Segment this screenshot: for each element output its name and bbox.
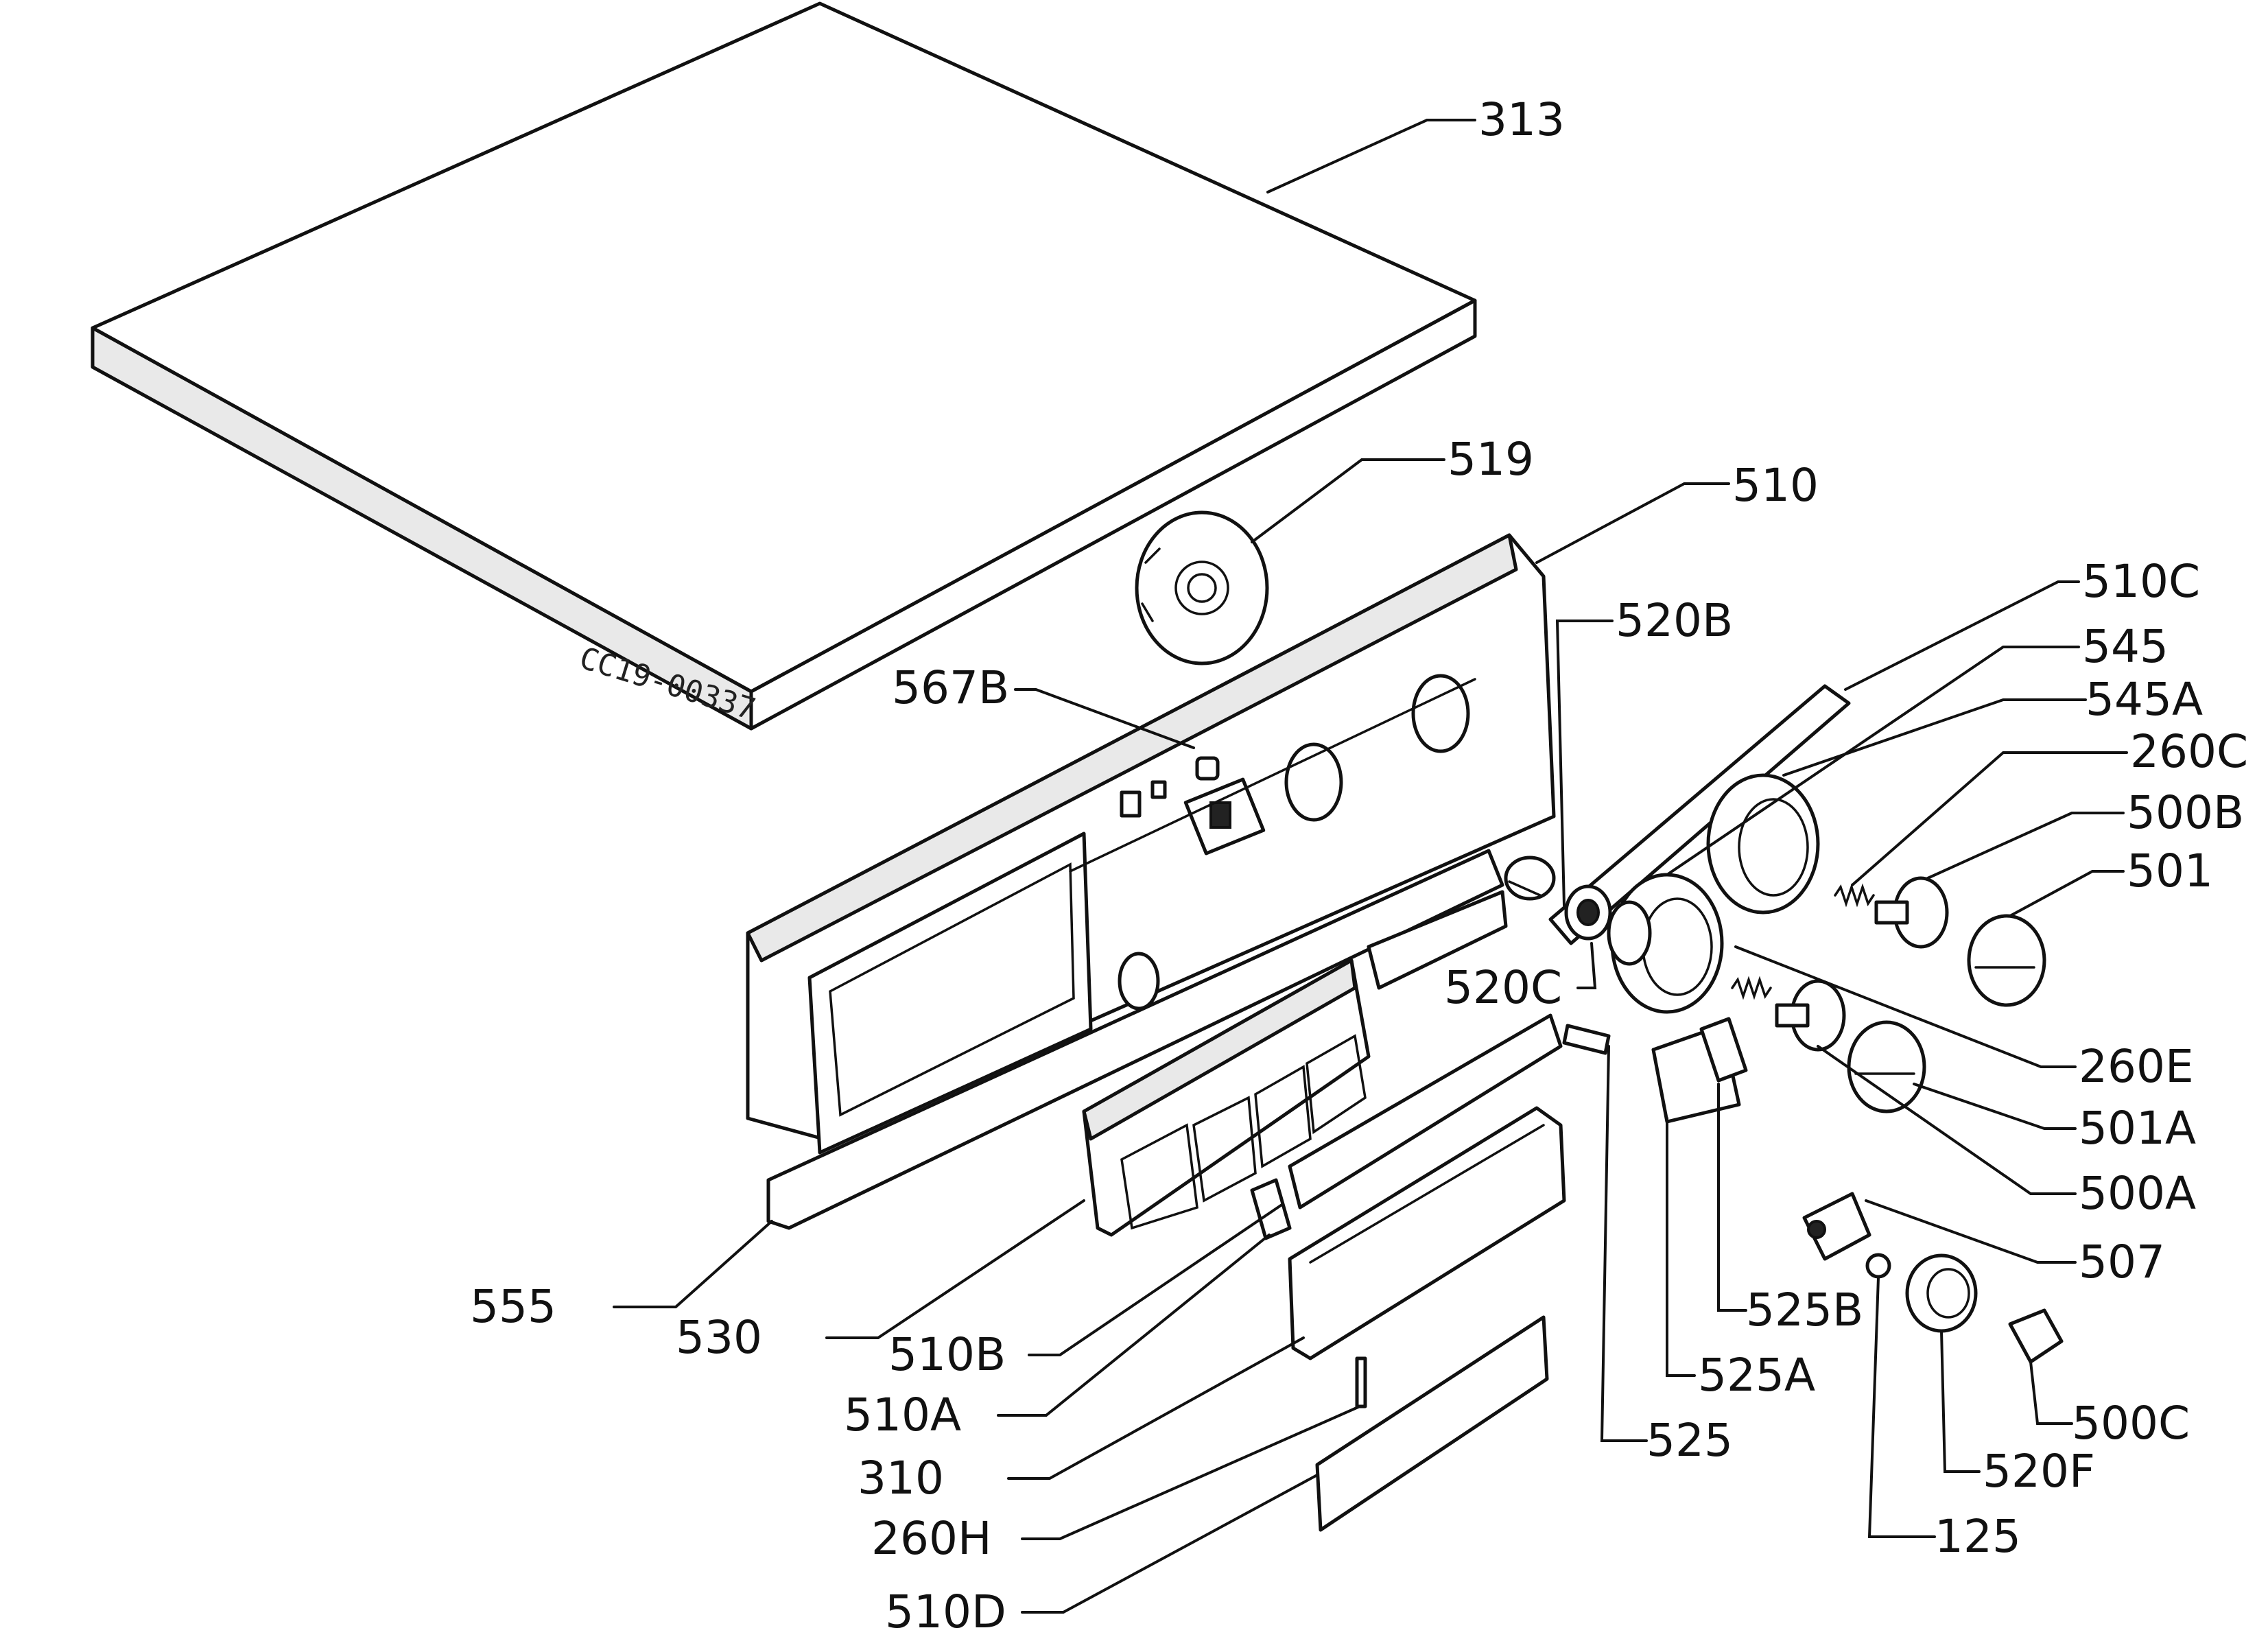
label-500c: 500C (2072, 1397, 2190, 1450)
label-525a: 525A (1698, 1349, 1815, 1402)
part-260c-spring (1834, 883, 1875, 908)
part-555-lower-trim (766, 849, 1504, 1230)
part-310-door (1288, 1106, 1566, 1360)
part-510a-clip (1250, 1178, 1292, 1240)
part-520b-button (1504, 856, 1556, 901)
label-313: 313 (1478, 93, 1565, 146)
label-555: 555 (470, 1280, 556, 1333)
part-510b-flap (1288, 1013, 1563, 1210)
part-260e-spring (1731, 976, 1772, 1000)
part-501a-knob (1847, 1020, 1926, 1113)
label-510c: 510C (2082, 555, 2200, 608)
part-545a-knob-ring (1706, 773, 1820, 915)
label-125: 125 (1935, 1510, 2021, 1563)
label-260c: 260C (2130, 725, 2248, 778)
part-530-detergent-drawer (1082, 958, 1371, 1237)
label-310: 310 (858, 1452, 944, 1505)
part-500c-knob (2008, 1308, 2064, 1364)
part-501-knob (1967, 914, 2046, 1007)
part-545-knob-ring (1607, 873, 1724, 1014)
part-260h-spring (1355, 1356, 1367, 1408)
part-525b-switch-cap (1699, 1017, 1748, 1083)
part-520f-knob (1905, 1253, 1978, 1333)
part-520c-gear (1564, 884, 1612, 941)
part-500a-insert (1775, 979, 1846, 1052)
part-500b-insert (1874, 876, 1949, 949)
part-313-top-cover (91, 1, 1477, 731)
part-519-program-dial (1135, 510, 1269, 665)
label-520b: 520B (1616, 594, 1733, 647)
label-530: 530 (676, 1311, 762, 1364)
part-510c-trim-strip (1548, 684, 1851, 945)
label-501: 501 (2127, 845, 2213, 897)
label-260e: 260E (2079, 1040, 2194, 1093)
label-519: 519 (1448, 433, 1534, 486)
label-500a: 500A (2079, 1167, 2196, 1220)
part-125-nut (1865, 1253, 1891, 1279)
label-525b: 525B (1746, 1284, 1863, 1336)
part-labels: 313 519 510 520B 567B 510C 545 545A 260C… (470, 93, 2248, 1638)
part-525-pin (1562, 1024, 1611, 1055)
label-520c: 520C (1444, 961, 1562, 1014)
label-510d: 510D (885, 1585, 1006, 1638)
part-507-clip (1802, 1192, 1871, 1261)
label-545a: 545A (2086, 673, 2203, 726)
part-510-control-panel (746, 533, 1556, 1155)
label-501a: 501A (2079, 1102, 2196, 1155)
label-500b: 500B (2127, 786, 2244, 839)
part-510d-label-plate (1315, 1315, 1549, 1532)
label-525: 525 (1646, 1414, 1733, 1467)
label-510b: 510B (888, 1328, 1006, 1381)
label-567b: 567B (892, 661, 1009, 714)
part-window-insert (1367, 890, 1508, 990)
label-510a: 510A (844, 1389, 961, 1441)
label-545: 545 (2082, 620, 2169, 673)
label-520f: 520F (1983, 1445, 2095, 1498)
leader-lines (613, 119, 2128, 1614)
label-507: 507 (2079, 1236, 2165, 1288)
label-260h: 260H (871, 1512, 992, 1565)
label-510: 510 (1732, 459, 1819, 512)
